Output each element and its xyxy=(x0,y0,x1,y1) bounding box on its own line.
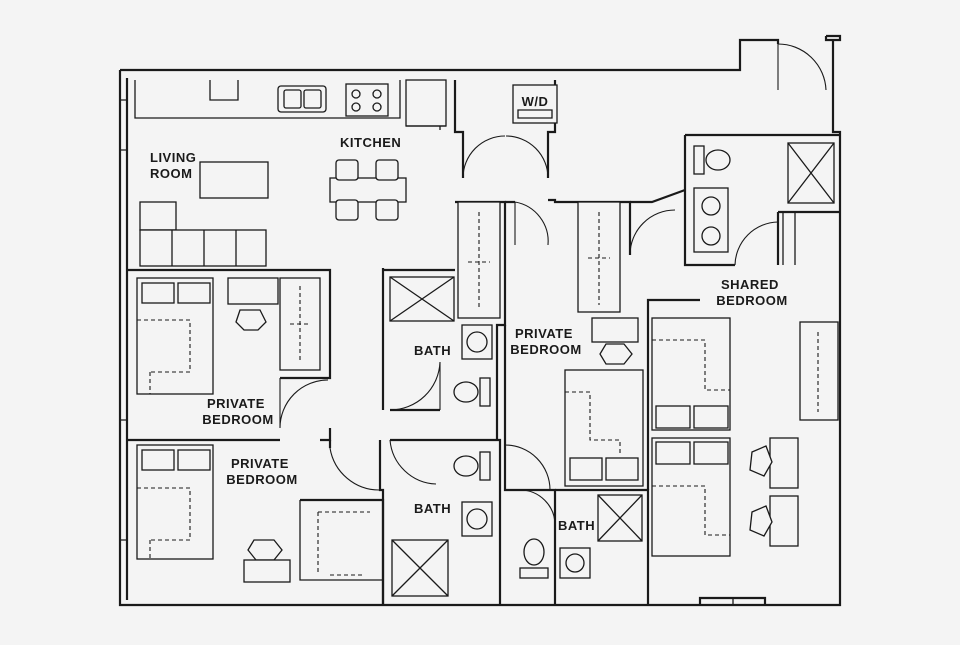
desk-center xyxy=(591,317,639,343)
sink-icon xyxy=(277,85,327,113)
sink-icon-center xyxy=(559,547,591,579)
shared-bedroom-label-line-2: BEDROOM xyxy=(716,293,787,308)
shared-bedroom-label: SHARED BEDROOM xyxy=(716,277,787,308)
chair-icon-shared-lower xyxy=(749,505,773,537)
bed-shared-lower xyxy=(651,437,731,557)
bed-center xyxy=(564,369,644,487)
entry-door xyxy=(777,43,827,91)
desk-lower-left xyxy=(243,559,291,583)
private-bedroom-lower-label: PRIVATE BEDROOM xyxy=(226,456,297,487)
closet-upper-left xyxy=(279,277,321,371)
private-bedroom-lower-line-1: PRIVATE xyxy=(231,456,289,471)
living-room-label-line-2: ROOM xyxy=(150,166,192,181)
bath-upper-label: BATH xyxy=(414,343,451,358)
fridge-detail xyxy=(406,125,446,130)
desk-shared-lower xyxy=(769,495,799,547)
desk-upper-left xyxy=(227,277,279,305)
double-sink-icon xyxy=(693,187,729,253)
living-room-label-line-1: LIVING xyxy=(150,150,196,165)
shower-icon-shared xyxy=(787,142,835,204)
sofa xyxy=(139,201,267,267)
coffee-table xyxy=(199,161,269,199)
door-swings xyxy=(279,201,779,526)
closet-shared xyxy=(799,321,839,421)
toilet-icon xyxy=(453,377,491,407)
kitchen-label: KITCHEN xyxy=(340,135,401,150)
toilet-icon-center xyxy=(519,538,549,579)
chair-icon-shared-upper xyxy=(749,445,773,477)
bath-lower-label: BATH xyxy=(414,501,451,516)
bath-center-label: BATH xyxy=(558,518,595,533)
kitchen-counter xyxy=(134,80,401,119)
bed-shared-upper xyxy=(651,317,731,431)
closet-center-right xyxy=(577,201,621,313)
living-room-label: LIVING ROOM xyxy=(150,150,200,181)
dining-table xyxy=(329,159,407,221)
bed-upper-left xyxy=(136,277,214,395)
private-bedroom-upper-line-2: BEDROOM xyxy=(202,412,273,427)
shower-icon xyxy=(389,276,455,322)
sink-icon-bath-lower xyxy=(461,501,493,537)
private-bedroom-upper-label: PRIVATE BEDROOM xyxy=(202,396,273,427)
toilet-icon-lower xyxy=(453,451,491,481)
shower-icon-center xyxy=(597,494,643,542)
toilet-icon-shared xyxy=(693,145,731,175)
closet-lower-left xyxy=(299,500,383,581)
closet-center xyxy=(457,201,501,319)
chair-icon-lower xyxy=(247,539,283,561)
shared-bedroom-label-line-1: SHARED xyxy=(721,277,779,292)
interior-walls xyxy=(127,133,840,605)
stove-icon xyxy=(345,83,389,117)
private-bedroom-center-label: PRIVATE BEDROOM xyxy=(510,326,581,357)
private-bedroom-center-line-2: BEDROOM xyxy=(510,342,581,357)
desk-shared-upper xyxy=(769,437,799,489)
exterior-walls xyxy=(118,34,842,607)
laundry-closet xyxy=(453,80,558,179)
chair-icon-center xyxy=(599,343,633,365)
refrigerator-icon xyxy=(405,79,447,127)
washer-dryer-label: W/D xyxy=(522,94,549,109)
sink-icon-bath-upper xyxy=(461,324,493,360)
shower-icon-lower xyxy=(391,539,449,597)
private-bedroom-center-line-1: PRIVATE xyxy=(515,326,573,341)
private-bedroom-upper-line-1: PRIVATE xyxy=(207,396,265,411)
bed-lower-left xyxy=(136,444,214,560)
chair-icon xyxy=(235,309,267,331)
private-bedroom-lower-line-2: BEDROOM xyxy=(226,472,297,487)
